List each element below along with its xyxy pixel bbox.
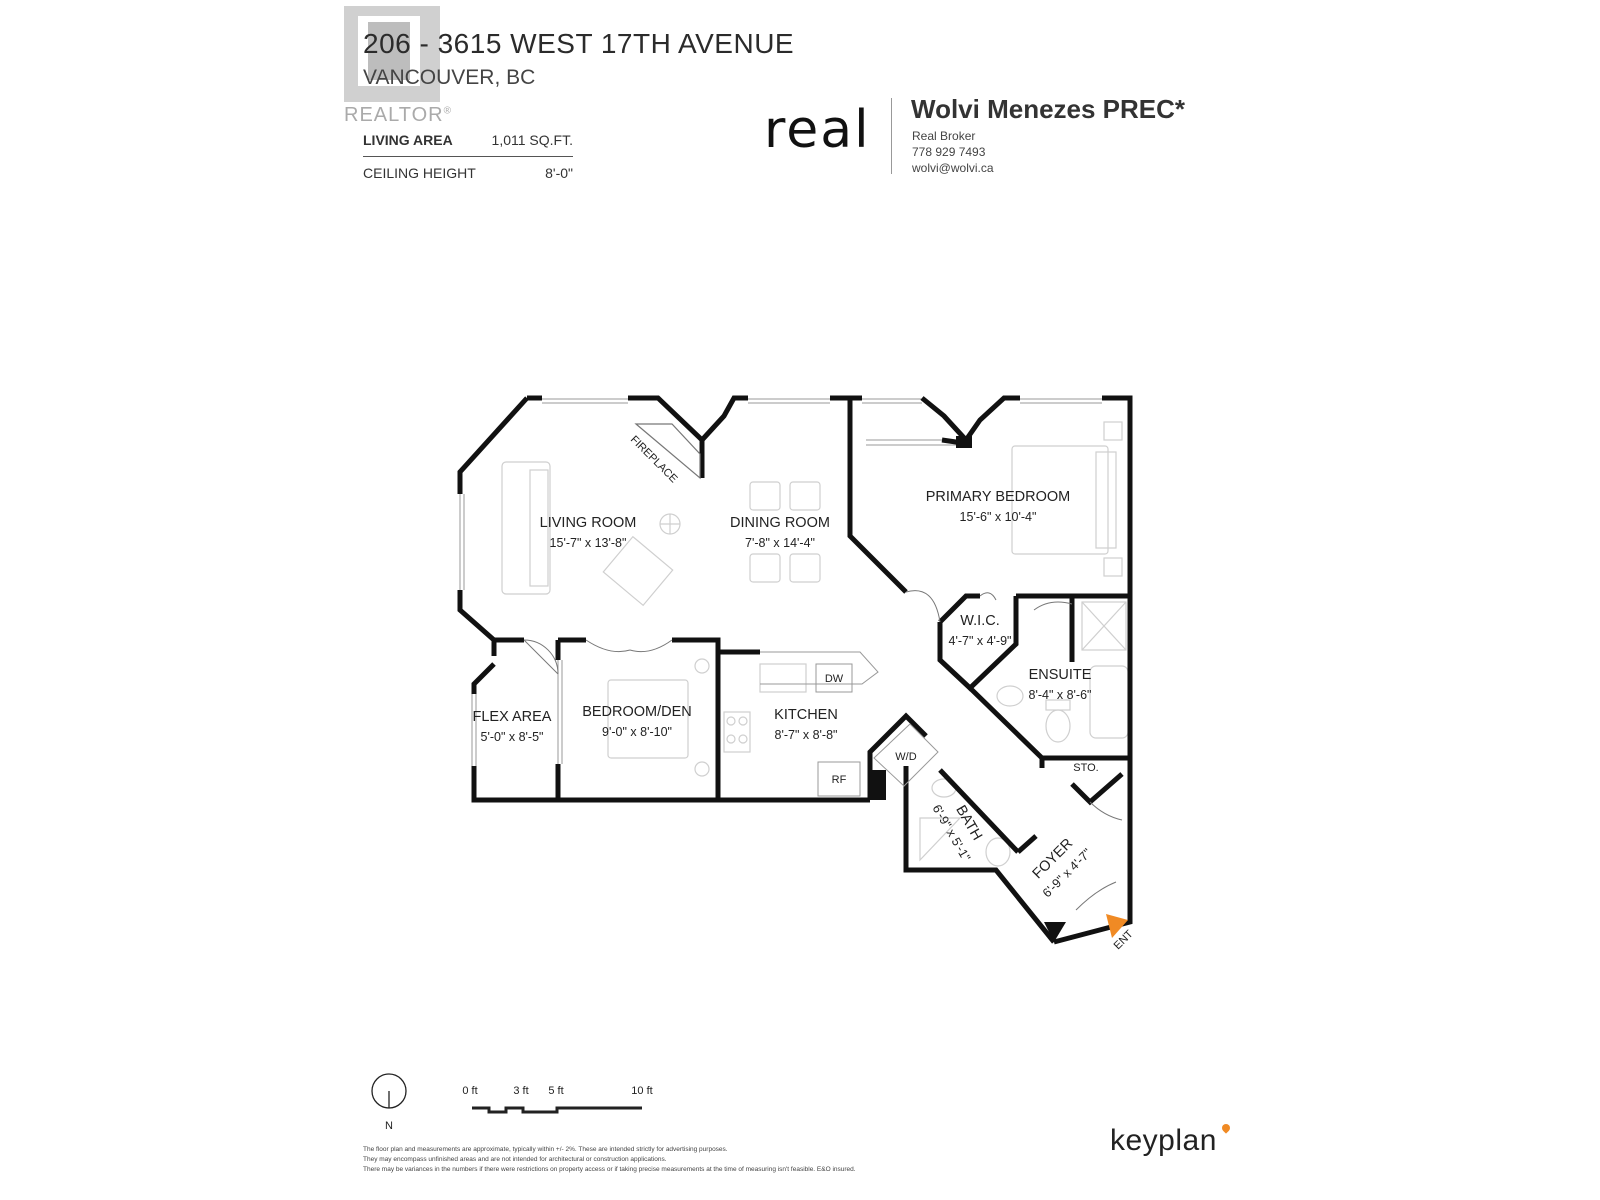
address-line-2: VANCOUVER, BC [363, 66, 536, 89]
fixture-storage: STO. [1073, 762, 1098, 774]
svg-text:FIREPLACE: FIREPLACE [628, 434, 680, 486]
disclaimer-line-2: They may encompass unfinished areas and … [363, 1156, 667, 1163]
scale-tick-0: 0 ft [462, 1085, 477, 1097]
room-name: LIVING ROOM [540, 515, 637, 531]
realtor-r-icon [358, 16, 420, 86]
realtor-logo-text: REALTOR® [344, 104, 452, 126]
agent-email: wolvi@wolvi.ca [912, 161, 994, 175]
entrance-arrow-icon [1106, 914, 1128, 938]
svg-text:DW: DW [825, 673, 844, 685]
room-foyer: FOYER 6'-9" x 4'-7" [1030, 836, 1095, 901]
real-broker-logo: real [764, 100, 871, 160]
room-dims: 7'-8" x 14'-4" [745, 536, 815, 550]
floor-plan-walls [457, 395, 1133, 945]
room-name: FLEX AREA [473, 709, 552, 725]
floor-plan-doors [523, 590, 1123, 911]
room-name: KITCHEN [774, 707, 838, 723]
disclaimer-line-3: There may be variances in the numbers if… [363, 1166, 856, 1173]
room-dims: 5'-0" x 8'-5" [481, 730, 544, 744]
disclaimer-line-1: The floor plan and measurements are appr… [363, 1146, 728, 1153]
room-ensuite: ENSUITE 8'-4" x 8'-6" [1029, 667, 1092, 702]
scale-tick-5: 5 ft [548, 1085, 563, 1097]
room-name: DINING ROOM [730, 515, 830, 531]
fireplace: FIREPLACE [628, 423, 701, 486]
room-dims: 8'-4" x 8'-6" [1029, 688, 1092, 702]
realtor-logo [344, 6, 440, 102]
room-name: BEDROOM/DEN [582, 704, 692, 720]
scale-tick-3: 3 ft [513, 1085, 528, 1097]
room-living: LIVING ROOM 15'-7" x 13'-8" [540, 515, 637, 550]
agent-name: Wolvi Menezes PREC* [911, 94, 1186, 124]
svg-text:W/D: W/D [895, 751, 916, 763]
north-indicator: N [371, 1073, 407, 1132]
spec-divider [363, 156, 573, 157]
fixture-fridge: RF [817, 761, 861, 797]
keyplan-logo: keyplan [1110, 1124, 1217, 1157]
floor-plan-wall-blocks [870, 436, 1066, 942]
room-dims: 15'-7" x 13'-8" [550, 536, 627, 550]
room-flex-area: FLEX AREA 5'-0" x 8'-5" [473, 709, 552, 744]
fixture-washer-dryer: W/D [873, 723, 939, 787]
room-dims: 8'-7" x 8'-8" [775, 728, 838, 742]
room-bath: BATH 6'-9" x 5'-1" [930, 802, 985, 864]
svg-text:RF: RF [832, 774, 847, 786]
agent-company: Real Broker [912, 129, 976, 143]
room-dims: 15'-6" x 10'-4" [960, 510, 1037, 524]
brand-divider [891, 98, 892, 174]
room-dining: DINING ROOM 7'-8" x 14'-4" [730, 515, 830, 550]
scale-bar: 0 ft 3 ft 5 ft 10 ft [462, 1085, 653, 1114]
floor-plan-windows [459, 398, 1102, 766]
room-dims: 9'-0" x 8'-10" [602, 725, 672, 739]
room-name: ENSUITE [1029, 667, 1092, 683]
room-name: W.I.C. [960, 613, 999, 629]
floor-plan-furniture [501, 421, 1129, 867]
fixture-dishwasher: DW [815, 663, 853, 693]
kitchen-counter [760, 651, 879, 685]
room-wic: W.I.C. 4'-7" x 4'-9" [949, 613, 1012, 648]
north-label: N [385, 1120, 393, 1132]
agent-phone: 778 929 7493 [912, 145, 986, 159]
scale-tick-10: 10 ft [631, 1085, 652, 1097]
room-bedroom-den: BEDROOM/DEN 9'-0" x 8'-10" [582, 704, 692, 739]
room-dims: 4'-7" x 4'-9" [949, 634, 1012, 648]
room-primary-bedroom: PRIMARY BEDROOM 15'-6" x 10'-4" [926, 489, 1071, 524]
room-kitchen: KITCHEN 8'-7" x 8'-8" [774, 707, 838, 742]
address-line-1: 206 - 3615 WEST 17TH AVENUE [363, 28, 795, 59]
room-name: PRIMARY BEDROOM [926, 489, 1071, 505]
